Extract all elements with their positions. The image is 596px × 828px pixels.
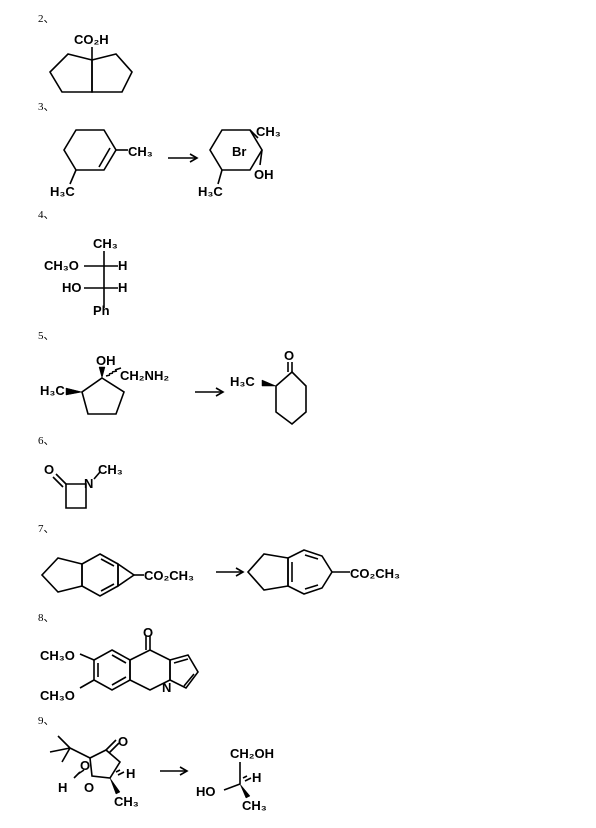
h-label: H [118,258,127,273]
ph-label: Ph [93,303,110,318]
br-label: Br [232,144,246,159]
h3c-label: H₃C [230,374,255,389]
structure-5-reactant: OH CH₂NH₂ H₃C [40,353,169,415]
ch3-label: CH₃ [93,236,118,251]
h-label: H [126,766,135,781]
problem-number-8: 8、 [38,612,55,624]
h-label: H [118,280,127,295]
ho-label: HO [196,784,216,799]
problem-number-9: 9、 [38,715,55,727]
ch3-label: CH₃ [128,144,153,159]
structure-2: CO₂H [48,32,133,93]
o-label: O [118,734,128,749]
h-label: H [58,780,67,795]
problem-number-2: 2、 [38,13,55,25]
o-label: O [284,348,294,363]
reaction-arrow-7 [216,567,245,577]
ch2nh2-label: CH₂NH₂ [120,368,169,383]
ch3-label: CH₃ [114,794,139,809]
structure-3-product: CH₃ Br OH H₃C [198,124,281,199]
h3c-label: H₃C [40,383,65,398]
structure-5-product: O H₃C [230,348,307,426]
problem-number-5: 5、 [38,330,55,342]
problem-number-6: 6、 [38,435,55,447]
reaction-arrow-3 [168,153,199,163]
ho-label: HO [62,280,82,295]
oh-label: OH [96,353,116,368]
problem-number-4: 4、 [38,209,55,221]
co2ch3-label: CO₂CH₃ [144,568,194,583]
o-label: O [143,625,153,640]
structure-7-product: CO₂CH₃ [246,549,400,595]
problem-number-3: 3、 [38,101,55,113]
structure-9-product: CH₂OH H HO CH₃ [196,746,274,813]
structure-9-reactant: O O O H H CH₃ [49,734,139,809]
structure-8: O N CH₃O CH₃O [40,625,199,703]
problem-number-7: 7、 [38,523,55,535]
oh-label: OH [254,167,274,182]
structure-4: CH₃ CH₃O H HO H Ph [44,236,127,318]
h3c-label: H₃C [198,184,223,199]
co2ch3-label: CO₂CH₃ [350,566,400,581]
h-label: H [252,770,261,785]
ch3o-label: CH₃O [44,258,79,273]
ch3-label: CH₃ [256,124,281,139]
o-label: O [80,758,90,773]
o-label: O [84,780,94,795]
ch3-label: CH₃ [242,798,267,813]
n-label: N [84,476,93,491]
reaction-arrow-9 [160,766,189,776]
reaction-arrow-5 [195,387,225,397]
h3c-label: H₃C [50,184,75,199]
structure-7-reactant: CO₂CH₃ [40,553,194,597]
ch3o-label: CH₃O [40,688,75,703]
ch3o-label: CH₃O [40,648,75,663]
o-label: O [44,462,54,477]
ch3-label: CH₃ [98,462,123,477]
structure-3-reactant: CH₃ H₃C [50,129,153,199]
n-label: N [162,680,171,695]
co2h-label: CO₂H [74,32,109,47]
structure-6: O N CH₃ [44,462,123,509]
ch2oh-label: CH₂OH [230,746,274,761]
